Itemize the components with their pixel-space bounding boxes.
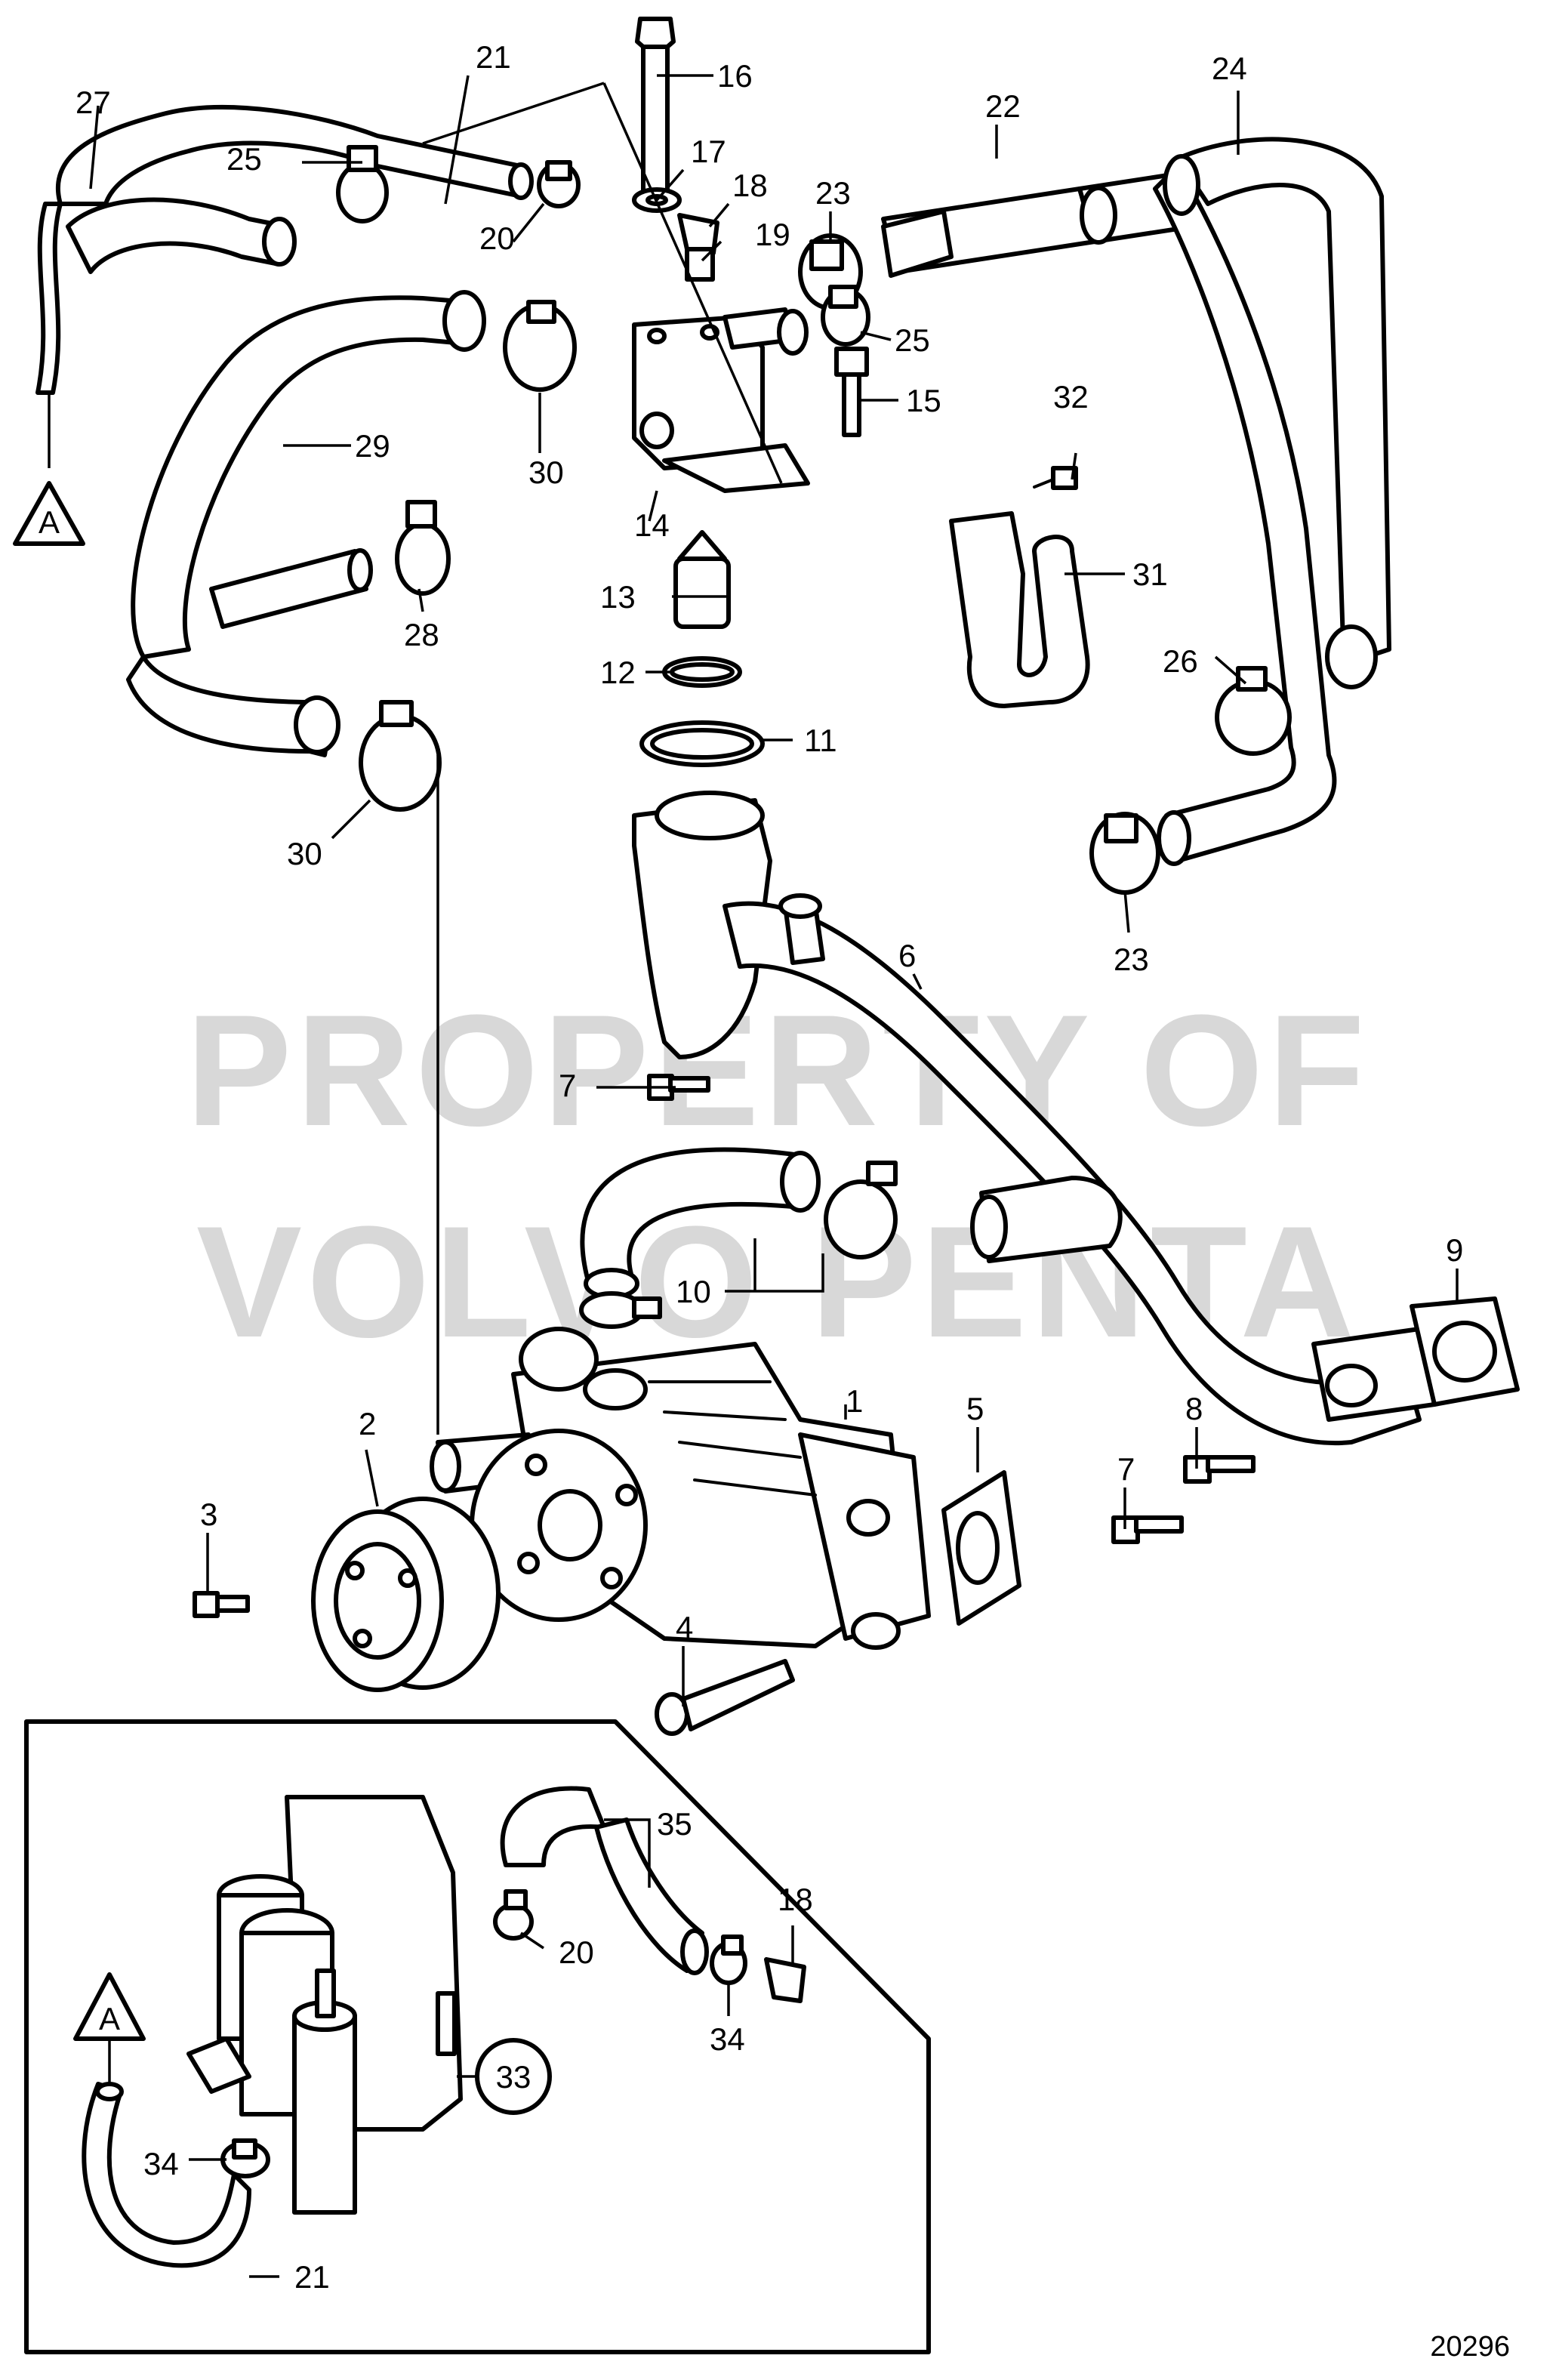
callout-32: 32 bbox=[1053, 379, 1089, 415]
callout-8: 8 bbox=[1185, 1391, 1203, 1426]
callout-22: 22 bbox=[985, 88, 1021, 124]
inset-callout-35: 35 bbox=[657, 1806, 692, 1842]
hose-27 bbox=[66, 197, 297, 274]
callout-11: 11 bbox=[804, 723, 837, 758]
callout-25-right: 25 bbox=[895, 322, 930, 358]
connector-a-inset-label: A bbox=[99, 2001, 120, 2036]
inset-callout-34-left: 34 bbox=[143, 2146, 179, 2181]
inset-clamp-20 bbox=[493, 1889, 534, 1941]
bolt-16 bbox=[635, 17, 676, 196]
callout-5: 5 bbox=[966, 1391, 984, 1426]
callout-7-upper: 7 bbox=[559, 1068, 576, 1103]
callout-23-right: 23 bbox=[1114, 942, 1149, 977]
hose-stub-top bbox=[881, 209, 954, 278]
callout-18: 18 bbox=[732, 168, 768, 203]
bolt-3 bbox=[193, 1591, 250, 1618]
callout-9: 9 bbox=[1446, 1232, 1463, 1268]
callout-31: 31 bbox=[1132, 556, 1168, 592]
connector-a-main: A bbox=[13, 481, 85, 546]
callout-15: 15 bbox=[906, 383, 941, 418]
o-ring-11 bbox=[639, 720, 765, 767]
callout-21: 21 bbox=[476, 39, 511, 75]
pump-hub bbox=[470, 1429, 648, 1622]
callout-10: 10 bbox=[676, 1274, 711, 1309]
o-ring-12 bbox=[662, 656, 742, 688]
callout-17: 17 bbox=[691, 134, 726, 169]
callout-24: 24 bbox=[1212, 51, 1247, 86]
gasket-5 bbox=[941, 1470, 1021, 1626]
callout-16: 16 bbox=[717, 58, 753, 94]
clamp-25-top bbox=[336, 145, 389, 224]
callout-25-left: 25 bbox=[226, 141, 262, 177]
hose-21 bbox=[35, 104, 534, 395]
reference-number: 20296 bbox=[1430, 2331, 1510, 2363]
callout-27: 27 bbox=[75, 85, 111, 120]
callout-12: 12 bbox=[600, 655, 636, 690]
callout-29: 29 bbox=[355, 428, 390, 464]
watermark-line-1: PROPERTY OF bbox=[186, 982, 1369, 1159]
inset-hose-35 bbox=[500, 1786, 709, 1975]
thermostat-13 bbox=[673, 530, 731, 629]
callout-26: 26 bbox=[1163, 643, 1198, 679]
hose-29 bbox=[126, 290, 486, 757]
callout-4: 4 bbox=[676, 1610, 693, 1645]
callout-19: 19 bbox=[755, 217, 790, 252]
callout-14: 14 bbox=[634, 507, 670, 543]
callout-28: 28 bbox=[404, 617, 439, 652]
hose-28 bbox=[209, 548, 373, 629]
clamp-10-upper bbox=[824, 1161, 898, 1259]
inset-callout-18: 18 bbox=[778, 1882, 813, 1917]
part-labels: 1 2 3 4 5 6 7 7 8 9 10 11 12 13 14 15 16… bbox=[75, 39, 1463, 1645]
hose-24 bbox=[1153, 137, 1391, 866]
inset-fitting-18 bbox=[764, 1957, 806, 2003]
inset-assembly bbox=[186, 1795, 463, 2215]
clamp-30-top bbox=[503, 300, 577, 392]
inset-callout-33: 33 bbox=[496, 2059, 531, 2095]
callout-13: 13 bbox=[600, 579, 636, 615]
inset-callout-33-circle: 33 bbox=[475, 2038, 552, 2115]
callout-2: 2 bbox=[359, 1406, 376, 1441]
clamp-30-bottom bbox=[359, 700, 442, 812]
pipe-6 bbox=[632, 791, 1437, 1446]
callout-6: 6 bbox=[898, 938, 916, 973]
clamp-26 bbox=[1215, 666, 1292, 756]
clamp-23-right bbox=[1089, 812, 1160, 895]
clamp-20-top bbox=[537, 160, 581, 208]
connector-a-label: A bbox=[39, 504, 60, 540]
callout-23-top: 23 bbox=[815, 175, 851, 211]
inset-callout-20: 20 bbox=[559, 1935, 594, 1970]
callout-30-top: 30 bbox=[528, 455, 564, 490]
callout-20: 20 bbox=[479, 220, 515, 256]
inset-panel: A 35 20 18 34 34 21 33 bbox=[24, 1719, 931, 2354]
hose-fitting-right bbox=[970, 1176, 1123, 1263]
callout-1: 1 bbox=[846, 1383, 863, 1419]
pulley-2 bbox=[311, 1497, 501, 1692]
screw-15 bbox=[834, 347, 869, 437]
bolt-4 bbox=[655, 1659, 795, 1736]
inset-callout-21: 21 bbox=[294, 2259, 330, 2295]
bracket-31 bbox=[949, 511, 1090, 708]
leader-lines bbox=[48, 74, 1459, 1706]
gasket-9 bbox=[1410, 1296, 1520, 1407]
clamp-25-right bbox=[821, 285, 870, 347]
inset-callout-34-right: 34 bbox=[710, 2021, 745, 2057]
screw-32 bbox=[1033, 466, 1078, 490]
hose-10 bbox=[580, 1147, 821, 1299]
inset-clamp-34-left bbox=[220, 2138, 270, 2178]
callout-3: 3 bbox=[200, 1497, 217, 1532]
callout-30-bottom: 30 bbox=[287, 836, 322, 871]
clamp-10-lower bbox=[579, 1291, 662, 1329]
callout-7-lower: 7 bbox=[1117, 1451, 1135, 1487]
thermostat-housing-14 bbox=[632, 307, 810, 493]
clamp-28 bbox=[395, 500, 451, 596]
